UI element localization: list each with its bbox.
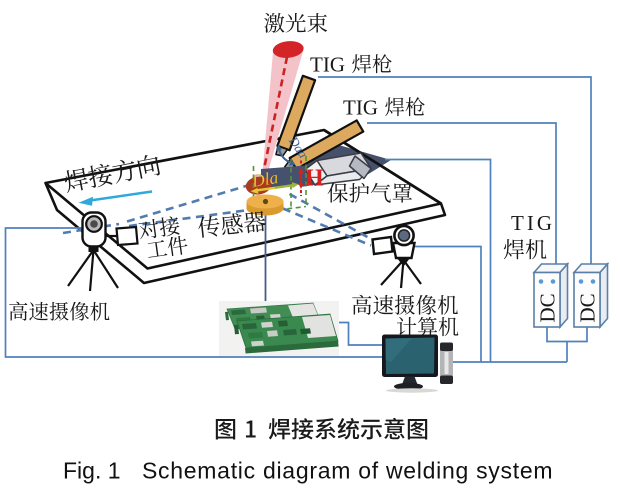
svg-text:H: H [305, 166, 324, 192]
svg-text:TIG: TIG [343, 96, 378, 120]
svg-text:Fig. 1: Fig. 1 [63, 458, 121, 484]
svg-text:DC: DC [536, 293, 560, 322]
svg-text:Dla: Dla [250, 167, 280, 191]
svg-text:DC: DC [576, 293, 600, 322]
svg-text:TIG: TIG [511, 211, 555, 235]
svg-text:Schematic diagram of welding s: Schematic diagram of welding system [142, 458, 553, 484]
svg-text:TIG: TIG [310, 53, 345, 77]
